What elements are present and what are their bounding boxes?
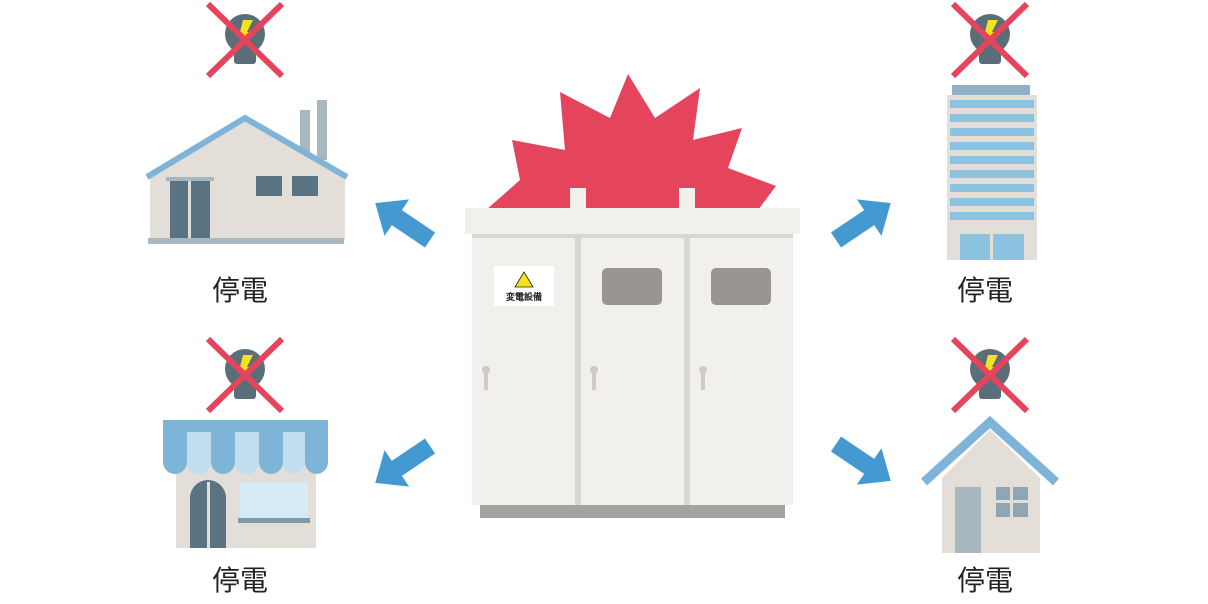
bulb-off-icon bbox=[208, 339, 282, 411]
outage-label: 停電 bbox=[212, 564, 268, 597]
cabinet-top bbox=[465, 208, 800, 234]
high-voltage-warning-icon bbox=[514, 271, 534, 288]
arrow-to-office bbox=[823, 184, 904, 259]
vent-window bbox=[711, 268, 771, 305]
cabinet-base bbox=[480, 505, 785, 518]
vent-window bbox=[602, 268, 662, 305]
bulb-off-icon bbox=[208, 4, 282, 76]
door-handle bbox=[699, 366, 707, 390]
house: 停電 bbox=[920, 339, 1060, 597]
explosion-burst bbox=[486, 74, 776, 210]
door-handle bbox=[482, 366, 490, 390]
warning-sign: 変電設備 bbox=[494, 266, 554, 306]
office-building: 停電 bbox=[947, 4, 1037, 307]
arrow-to-shop bbox=[362, 427, 443, 502]
substation: 変電設備 bbox=[465, 74, 800, 518]
outage-label: 停電 bbox=[957, 274, 1013, 307]
factory: 停電 bbox=[145, 4, 349, 307]
door-handle bbox=[590, 366, 598, 390]
bulb-off-icon bbox=[953, 339, 1027, 411]
arrow-to-house bbox=[823, 425, 904, 500]
arrow-to-factory bbox=[362, 184, 443, 259]
outage-label: 停電 bbox=[212, 274, 268, 307]
sign-text: 変電設備 bbox=[506, 291, 542, 303]
shop: 停電 bbox=[163, 339, 328, 597]
bulb-off-icon bbox=[953, 4, 1027, 76]
outage-label: 停電 bbox=[957, 564, 1013, 597]
